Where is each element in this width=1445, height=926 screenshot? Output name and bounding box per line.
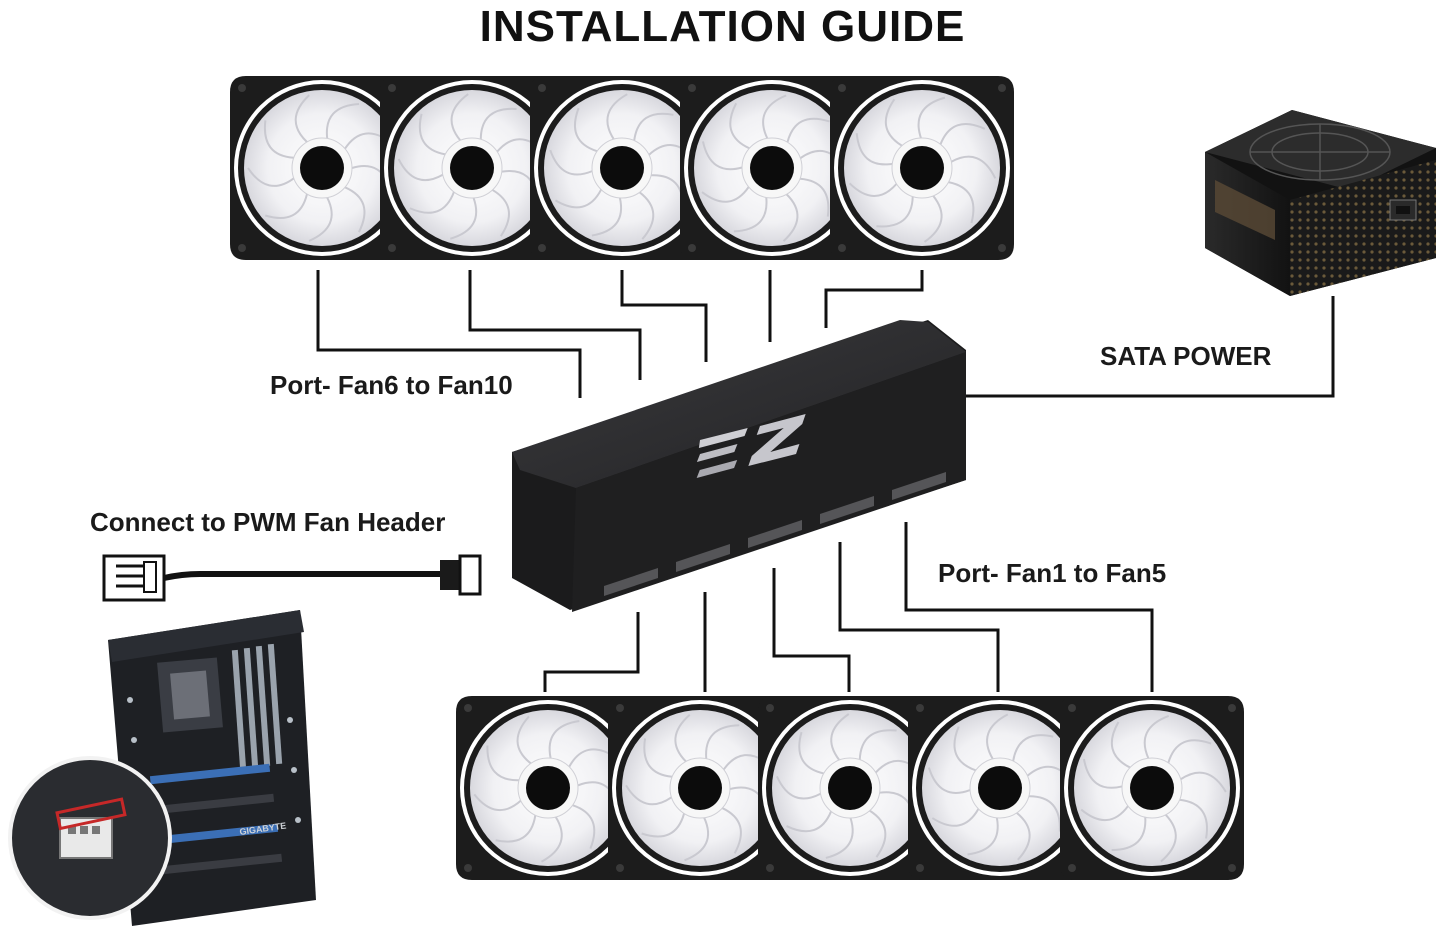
rgb-case-fan-icon bbox=[908, 696, 1092, 880]
pwm-connector-icon bbox=[102, 554, 482, 602]
rgb-case-fan-icon bbox=[1060, 696, 1244, 880]
hub-front bbox=[572, 352, 966, 612]
hub-port bbox=[604, 568, 658, 596]
hub-port bbox=[820, 496, 874, 524]
hub-ports bbox=[604, 472, 946, 596]
wire-bottom-5 bbox=[904, 522, 1154, 692]
hub-logo bbox=[696, 414, 806, 478]
wire-bottom-1 bbox=[543, 612, 640, 692]
label-sata-power: SATA POWER bbox=[1100, 341, 1272, 371]
rgb-case-fan-icon bbox=[530, 76, 714, 260]
wires bbox=[316, 270, 1335, 692]
motherboard-icon: GIGABYTE bbox=[8, 610, 316, 926]
rgb-case-fan-icon bbox=[830, 76, 1014, 260]
top-fan-row bbox=[230, 76, 1014, 260]
hub-port bbox=[676, 544, 730, 572]
fan-hub bbox=[512, 320, 966, 612]
label-pwm-header: Connect to PWM Fan Header bbox=[90, 507, 446, 537]
wire-bottom-3 bbox=[772, 568, 851, 692]
rgb-case-fan-icon bbox=[680, 76, 864, 260]
hub-port bbox=[892, 472, 946, 500]
wire-top-5 bbox=[824, 270, 924, 328]
power-supply-icon bbox=[1205, 110, 1436, 296]
label-top-ports: Port- Fan6 to Fan10 bbox=[270, 370, 513, 400]
wire-top-2 bbox=[468, 270, 642, 380]
rgb-case-fan-icon bbox=[230, 76, 414, 260]
wire-sata bbox=[966, 296, 1335, 398]
rgb-case-fan-icon bbox=[456, 696, 640, 880]
wire-top-1 bbox=[316, 270, 582, 398]
hub-top bbox=[512, 320, 966, 488]
rgb-case-fan-icon bbox=[380, 76, 564, 260]
label-bottom-ports: Port- Fan1 to Fan5 bbox=[938, 558, 1167, 588]
hub-port bbox=[748, 520, 802, 548]
wire-bottom-4 bbox=[838, 542, 1000, 692]
wire-top-3 bbox=[620, 270, 708, 362]
rgb-case-fan-icon bbox=[758, 696, 942, 880]
page-title: INSTALLATION GUIDE bbox=[479, 2, 966, 51]
bottom-fan-row bbox=[456, 696, 1244, 880]
rgb-case-fan-icon bbox=[608, 696, 792, 880]
